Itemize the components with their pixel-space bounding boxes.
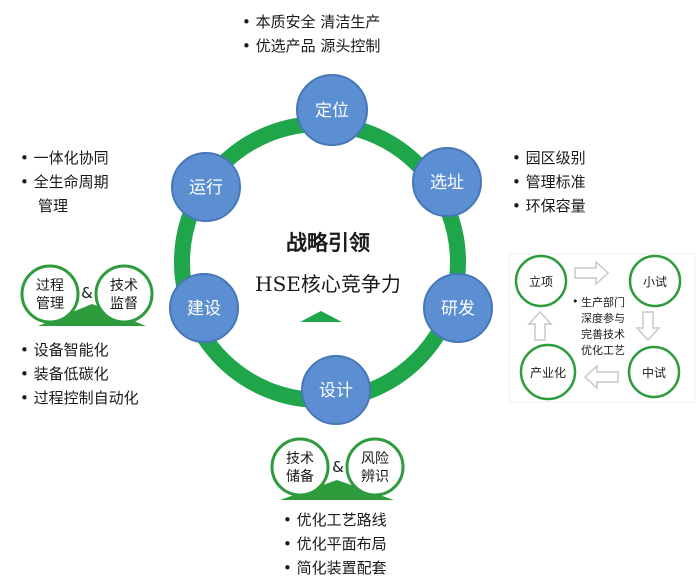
cycle-node-label: 小试 — [643, 274, 667, 289]
cycle-center-line: 生产部门 — [581, 295, 625, 309]
cycle-node-chanyehua — [519, 343, 577, 401]
pair-circle-right — [345, 437, 405, 497]
bottom-bullet-list: • 优化工艺路线 • 优化平面布局 • 简化装置配套 — [283, 508, 387, 580]
ring-node-label: 运行 — [189, 178, 223, 198]
ring-node-label: 设计 — [319, 381, 353, 401]
bullet-item: • 一体化协同 — [20, 149, 109, 167]
right-top-bullet-list: • 园区级别 • 管理标准 • 环保容量 — [512, 146, 586, 218]
ring-node-sheji: 设计 — [301, 355, 371, 425]
pair-label: 风险 — [361, 451, 389, 467]
cycle-center-line: 优化工艺 — [581, 343, 625, 357]
ring-node-xuanzhi: 选址 — [412, 147, 482, 217]
cycle-node-label: 产业化 — [530, 366, 566, 380]
center-title: 战略引领 — [286, 230, 370, 255]
pair-label: 过程 — [36, 278, 64, 294]
bullet-item: • 园区级别 — [512, 149, 586, 167]
cycle-node-zhongshi — [627, 345, 681, 399]
bullet-item: • 设备智能化 — [20, 341, 109, 359]
bullet-item: • 优选产品 源头控制 — [242, 37, 381, 55]
top-bullet-list: • 本质安全 清洁生产 • 优选产品 源头控制 — [242, 10, 380, 58]
rd-cycle: 立项 小试 中试 产业化 • 生产部门 深度参与 完善技术 优化工艺 — [508, 253, 696, 403]
bullet-item: • 全生命周期 — [20, 173, 109, 191]
pair-label: 辨识 — [361, 469, 389, 485]
ring-node-yunxing: 运行 — [171, 152, 241, 222]
pair-label: 技术 — [110, 278, 138, 294]
ring-node-label: 选址 — [430, 173, 464, 193]
arrow-down-icon — [635, 311, 661, 342]
pair-circle-left — [270, 437, 330, 497]
ampersand: & — [81, 284, 93, 302]
bullet-item: • 本质安全 清洁生产 — [242, 13, 381, 31]
arrow-up-icon — [527, 310, 553, 341]
left-top-bullet-list: • 一体化协同 • 全生命周期 管理 — [20, 146, 109, 218]
bullet-item: • 环保容量 — [512, 197, 586, 215]
ampersand: & — [332, 458, 344, 476]
cycle-node-label: 立项 — [529, 274, 553, 289]
arrow-right-icon — [574, 260, 610, 286]
cycle-node-xiaoshi — [628, 254, 682, 308]
pair-label: 技术 — [286, 451, 314, 467]
bullet-item: • 装备低碳化 — [20, 365, 109, 383]
pair-circle-left — [20, 264, 80, 324]
center-subtitle: HSE核心竞争力 — [255, 272, 401, 296]
arrow-left-icon — [583, 364, 619, 390]
bullet-item: • 优化工艺路线 — [283, 511, 387, 529]
bullet-item: • 简化装置配套 — [283, 559, 387, 577]
pair-circle-right — [94, 264, 154, 324]
cycle-node-lixiang — [514, 254, 568, 308]
ring-node-jianshe: 建设 — [169, 273, 239, 343]
center-triangle — [300, 311, 342, 322]
reserve-risk-pair: 技术 储备 & 风险 辨识 — [270, 437, 405, 500]
cycle-node-label: 中试 — [642, 365, 666, 380]
left-bottom-bullet-list: • 设备智能化 • 装备低碳化 • 过程控制自动化 — [20, 338, 139, 410]
pair-label: 监督 — [110, 296, 138, 312]
ring-node-label: 研发 — [441, 299, 475, 319]
pair-label: 储备 — [286, 468, 314, 485]
process-tech-pair: 过程 管理 & 技术 监督 — [20, 264, 154, 326]
bullet-item: • 优化平面布局 — [283, 535, 387, 553]
ring-node-label: 建设 — [187, 299, 221, 319]
bullet-item: • 管理标准 — [512, 173, 586, 191]
ring-node-yanfa: 研发 — [423, 273, 493, 343]
cycle-center-line: 深度参与 — [581, 311, 625, 325]
ring-node-dingwei: 定位 — [296, 74, 368, 146]
cycle-center-line: 完善技术 — [581, 327, 625, 341]
cycle-center-bullet: • — [572, 295, 579, 308]
pair-label: 管理 — [36, 296, 64, 312]
bullet-item: 管理 — [38, 197, 69, 215]
ring-node-label: 定位 — [315, 101, 349, 121]
bullet-item: • 过程控制自动化 — [20, 389, 139, 407]
